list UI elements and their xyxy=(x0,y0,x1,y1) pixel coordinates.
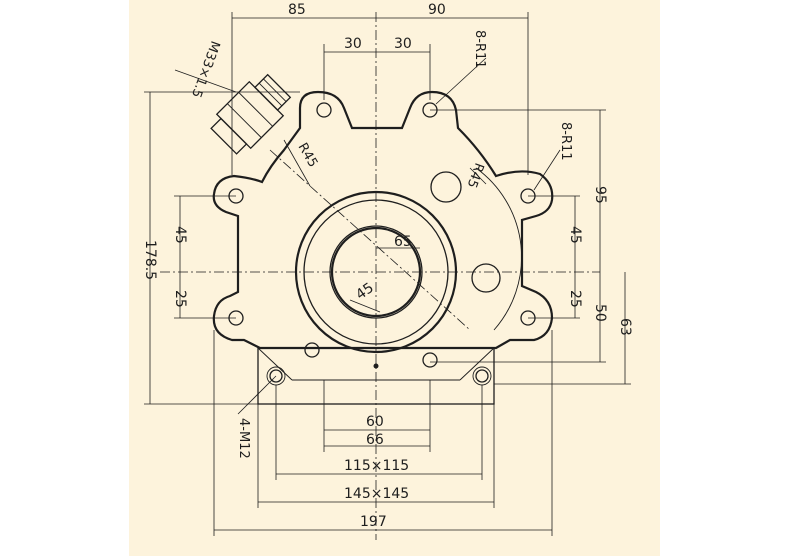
dim-bottom-66: 66 xyxy=(366,432,384,448)
leader-r45-left xyxy=(283,139,311,187)
base-inner-left xyxy=(257,347,293,381)
flange-outline xyxy=(212,90,554,350)
mounting-base xyxy=(257,347,495,405)
leader-holes-right xyxy=(533,149,561,191)
bolt-hole xyxy=(316,102,332,118)
dim-bottom-115: 115×115 xyxy=(344,458,409,474)
dim-radius-45-center: 45 xyxy=(353,280,377,303)
dim-right-63: 63 xyxy=(617,318,633,336)
threaded-fitting xyxy=(210,73,292,155)
dim-bottom-145: 145×145 xyxy=(344,486,409,502)
dim-left-total: 178.5 xyxy=(142,240,158,280)
dim-bottom-197: 197 xyxy=(360,514,387,530)
r45-arc-right xyxy=(475,167,522,331)
bolt-hole xyxy=(304,342,320,358)
dim-radius-65: 65 xyxy=(394,234,412,250)
dim-top-left: 85 xyxy=(288,2,306,18)
dim-right-25: 25 xyxy=(567,290,583,308)
bolt-hole xyxy=(422,352,438,368)
callout-radius-right: R45 xyxy=(463,161,486,190)
leader-thread xyxy=(174,69,237,93)
dim-left-25: 25 xyxy=(172,290,188,308)
dim-left-45: 45 xyxy=(172,226,188,244)
base-mount-hole xyxy=(269,369,283,383)
port-right xyxy=(471,263,501,293)
dim-top-30-left: 30 xyxy=(344,36,362,52)
callout-holes-top: 8-R11 xyxy=(472,30,487,69)
leader-45-center xyxy=(349,299,381,313)
leader-holes-top xyxy=(435,57,487,105)
dim-top-right: 90 xyxy=(428,2,446,18)
bore-step xyxy=(329,225,423,319)
dim-right-45: 45 xyxy=(567,226,583,244)
diagonal-centerline xyxy=(269,149,471,331)
inner-bore xyxy=(330,226,422,318)
callout-thread: M33×1.5 xyxy=(188,39,222,100)
drawing-sheet xyxy=(129,0,660,556)
base-inner-right xyxy=(459,347,495,381)
dim-right-50: 50 xyxy=(592,304,608,322)
callout-holes-right: 8-R11 xyxy=(558,122,573,161)
outer-bore xyxy=(294,190,458,354)
leader-r45-right xyxy=(469,167,487,185)
center-dot xyxy=(373,363,379,369)
leader-mount-thread xyxy=(237,375,277,415)
middle-bore xyxy=(303,199,449,345)
callout-mount-thread: 4-M12 xyxy=(236,418,251,459)
dim-top-30-right: 30 xyxy=(394,36,412,52)
dim-bottom-60: 60 xyxy=(366,414,384,430)
dim-right-95: 95 xyxy=(592,186,608,204)
base-mount-hole xyxy=(475,369,489,383)
port-upper-right xyxy=(430,171,462,203)
